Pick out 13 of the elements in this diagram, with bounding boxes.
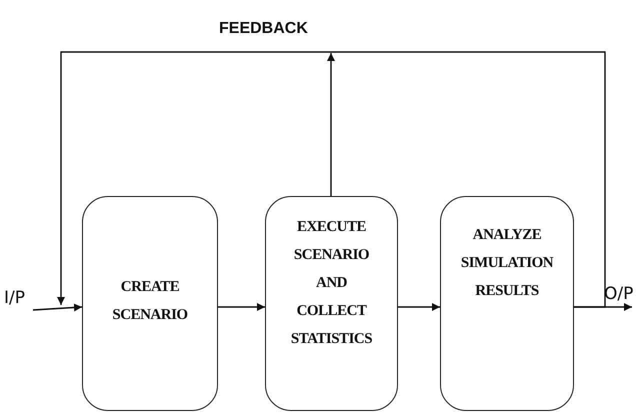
process-box [265,196,398,411]
arrow [398,303,440,311]
process-box [440,196,574,411]
arrow [32,304,82,312]
arrow [57,51,606,308]
process-box [82,196,218,411]
arrow [327,53,335,196]
box-label: ANALYZE SIMULATION RESULTS [460,226,554,301]
box-label: EXECUTE SCENARIO AND COLLECT STATISTICS [290,218,374,349]
port-label: I/P [4,288,25,308]
arrow [218,303,265,311]
box-label: CREATE SCENARIO [111,278,189,325]
port-label: O/P [604,284,634,304]
